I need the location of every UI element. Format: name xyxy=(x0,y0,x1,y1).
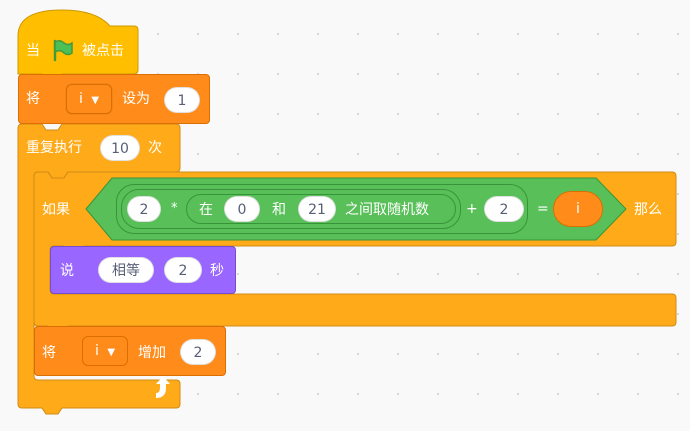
change-variable-by-label: 增加 xyxy=(138,345,166,361)
repeat-arrow-icon xyxy=(156,376,170,398)
set-variable-label: 将 xyxy=(26,91,40,107)
variable-i-reporter[interactable]: i xyxy=(553,191,603,227)
set-variable-to-label: 设为 xyxy=(122,91,150,107)
if-label: 如果 xyxy=(42,202,70,218)
dropdown-caret-icon: ▼ xyxy=(107,347,116,358)
when-flag-suffix: 被点击 xyxy=(82,43,124,59)
change-variable-dropdown[interactable]: i ▼ xyxy=(82,336,128,366)
repeat-label: 重复执行 xyxy=(26,140,82,156)
random-and-label: 和 xyxy=(272,202,286,218)
say-secs-label: 秒 xyxy=(210,263,224,279)
multiply-operator-symbol: * xyxy=(171,201,178,216)
say-message-input[interactable]: 相等 xyxy=(98,257,154,283)
repeat-count-input[interactable]: 10 xyxy=(100,135,140,161)
set-variable-name: i xyxy=(78,91,83,107)
repeat-suffix: 次 xyxy=(148,140,162,156)
set-variable-dropdown[interactable]: i ▼ xyxy=(66,84,112,114)
plus-right-input[interactable]: 2 xyxy=(484,196,524,222)
set-variable-value-input[interactable]: 1 xyxy=(164,87,200,113)
say-secs-input[interactable]: 2 xyxy=(164,257,202,283)
change-variable-name: i xyxy=(94,343,99,359)
dropdown-caret-icon: ▼ xyxy=(91,95,100,106)
random-from-input[interactable]: 0 xyxy=(224,196,260,222)
when-flag-prefix: 当 xyxy=(26,43,40,59)
random-suffix: 之间取随机数 xyxy=(345,202,429,218)
say-label: 说 xyxy=(60,263,74,279)
plus-operator-symbol: + xyxy=(466,201,478,217)
green-flag-icon xyxy=(53,39,73,62)
when-flag-hat-shape[interactable] xyxy=(17,9,139,81)
equals-operator-symbol: = xyxy=(537,201,549,217)
random-label: 在 xyxy=(199,202,213,218)
if-then-label: 那么 xyxy=(634,202,662,218)
change-variable-label: 将 xyxy=(42,345,56,361)
change-variable-value-input[interactable]: 2 xyxy=(180,339,216,365)
random-to-input[interactable]: 21 xyxy=(298,196,336,222)
multiply-left-input[interactable]: 2 xyxy=(127,196,161,222)
